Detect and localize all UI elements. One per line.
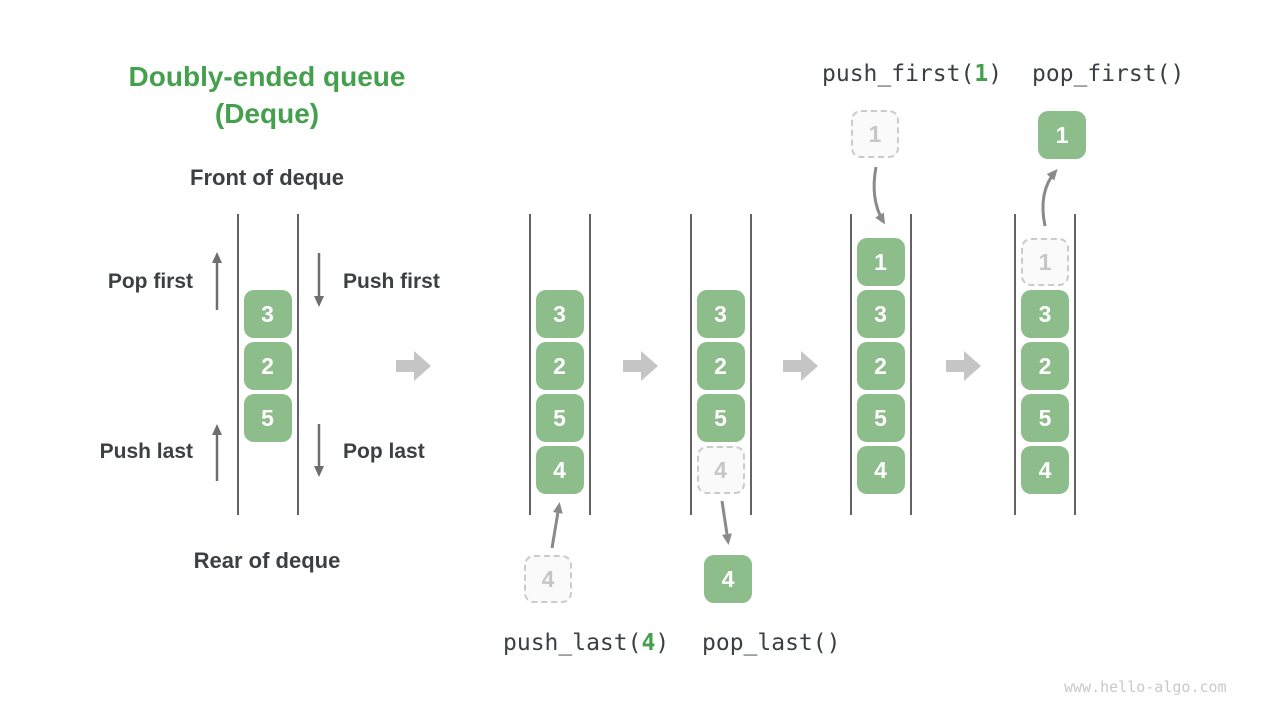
deque-item: 3 [1021,290,1069,338]
deque-item: 3 [535,290,584,338]
step-arrow-icon [396,351,431,381]
deque-item: 5 [856,394,905,442]
deque-wall [909,214,912,515]
deque-item: 4 [535,446,584,494]
deque-item: 5 [1021,394,1069,442]
diagram-title-line2: (Deque) [214,98,320,129]
deque-wall [749,214,752,515]
deque-item: 2 [243,342,292,390]
push-first-code-arg: 1 [974,61,989,87]
deque-item: 4 [856,446,905,494]
step-arrow-icon [783,351,818,381]
deque-item: 1 [856,238,905,286]
deque-wall [689,214,692,515]
deque-item-ghost: 4 [696,446,745,494]
deque-item: 3 [856,290,905,338]
deque-item: 2 [535,342,584,390]
push-last-code-suffix: ) [655,630,670,656]
step-arrow-icon [946,351,981,381]
push-last-connector-arrow-icon [550,502,563,549]
deque-wall [528,214,531,515]
deque-item: 2 [1021,342,1069,390]
push-last-label: Push last [99,440,193,463]
push-first-code-label: push_first(1) [822,61,1002,87]
deque-item: 3 [696,290,745,338]
deque-wall [588,214,591,515]
floating-item-ghost: 1 [851,110,899,158]
rear-of-deque-label: Rear of deque [193,548,341,573]
push-last-code-label: push_last(4) [503,630,669,656]
push-first-code-prefix: push_first( [822,61,975,87]
deque-item-ghost: 1 [1021,238,1069,286]
deque-item: 5 [243,394,292,442]
deque-wall [1014,214,1016,515]
deque-item: 3 [243,290,292,338]
push-first-code-suffix: ) [988,61,1003,87]
diagram-title-line1: Doubly-ended queue [128,61,406,92]
deque-wall [849,214,852,515]
diagram-title: Doubly-ended queue (Deque) [67,58,467,132]
floating-item: 4 [704,555,752,603]
pop-last-code-label: pop_last() [702,630,841,656]
floating-item: 1 [1038,111,1086,159]
push-last-code-prefix: push_last( [503,630,642,656]
front-of-deque-label: Front of deque [190,165,344,190]
deque-item: 5 [696,394,745,442]
step-arrow-icon [623,351,658,381]
watermark: www.hello-algo.com [1064,678,1227,696]
deque-wall [1074,214,1076,515]
deque-item: 4 [1021,446,1069,494]
pop-first-connector-arrow-icon [1041,168,1058,227]
deque-wall [236,214,239,515]
deque-wall [296,214,299,515]
push-first-label: Push first [343,270,440,293]
pop-first-code-label: pop_first() [1032,61,1185,87]
floating-item-ghost: 4 [524,555,572,603]
pop-last-label: Pop last [343,440,425,463]
pop-first-label: Pop first [107,270,193,293]
deque-item: 2 [696,342,745,390]
deque-item: 2 [856,342,905,390]
push-first-connector-arrow-icon [872,166,886,225]
deque-item: 5 [535,394,584,442]
push-last-code-arg: 4 [641,630,656,656]
pop-last-connector-arrow-icon [720,500,732,545]
